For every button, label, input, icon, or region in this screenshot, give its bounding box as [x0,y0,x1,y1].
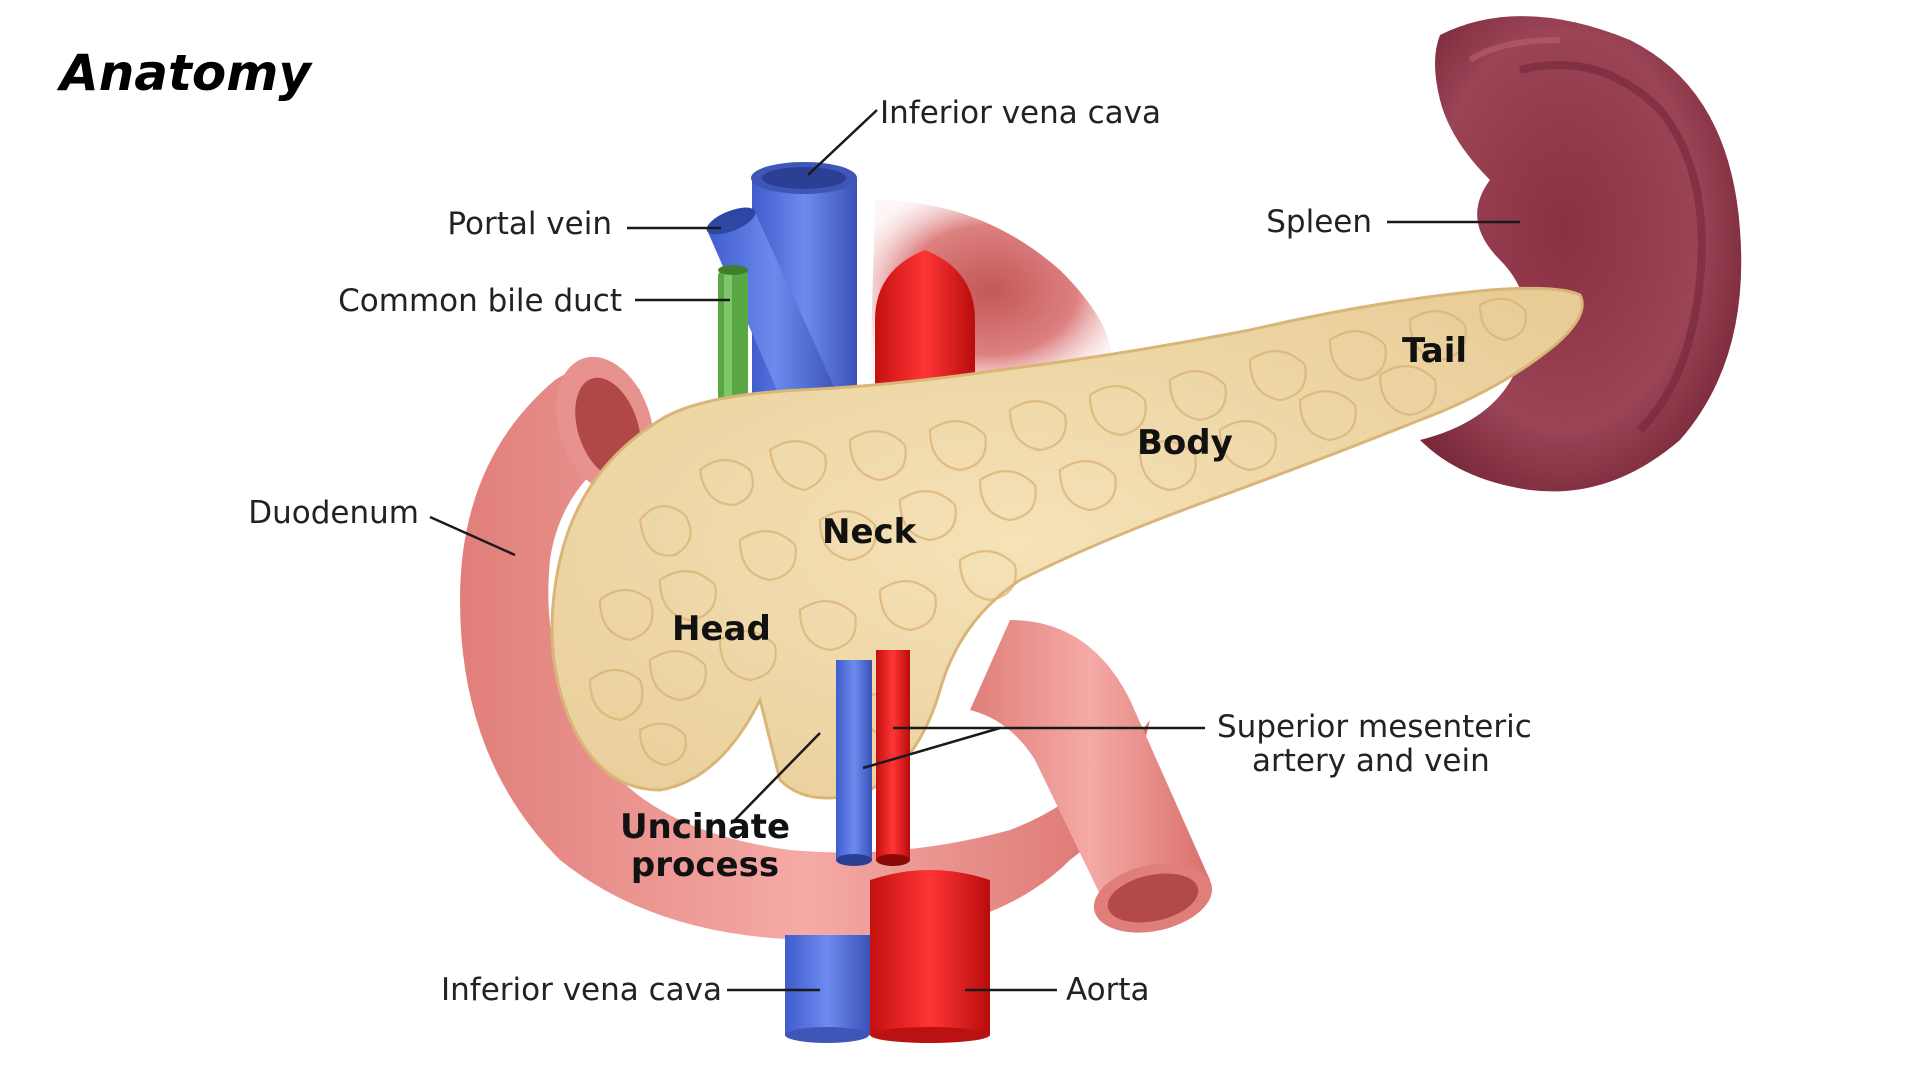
leader-duodenum [429,515,516,557]
common-bile-duct [718,265,748,420]
label-spleen: Spleen [1266,204,1372,240]
pancreas-part-labels: Head Neck Body Tail Uncinate process [620,331,1467,885]
outer-labels: Inferior vena cava Portal vein Common bi… [248,95,1532,1008]
label-sma-line1: Superior mesenteric [1217,709,1532,745]
spleen [1420,16,1742,492]
label-duodenum: Duodenum [248,495,419,531]
part-uncinate-line2: process [631,845,779,885]
aorta-lower [870,870,990,1043]
label-sma-line2: artery and vein [1252,743,1490,779]
leader-uncinate [732,732,821,823]
label-common-bile-duct: Common bile duct [338,283,622,319]
leader-sma-vein [862,726,1001,770]
part-body: Body [1137,423,1233,463]
label-ivc-bottom: Inferior vena cava [441,972,722,1008]
leader-lines [429,109,1520,992]
ivc-lower [785,935,870,1043]
label-portal-vein: Portal vein [447,206,612,242]
label-ivc-top: Inferior vena cava [880,95,1161,131]
part-head: Head [672,609,771,649]
aorta-upper [875,250,975,400]
part-neck: Neck [822,512,918,552]
page-title: Anatomy [60,44,311,102]
label-aorta: Aorta [1066,972,1150,1008]
leader-ivc-top [807,109,878,176]
part-uncinate-line1: Uncinate [620,807,790,847]
part-tail: Tail [1402,331,1467,371]
